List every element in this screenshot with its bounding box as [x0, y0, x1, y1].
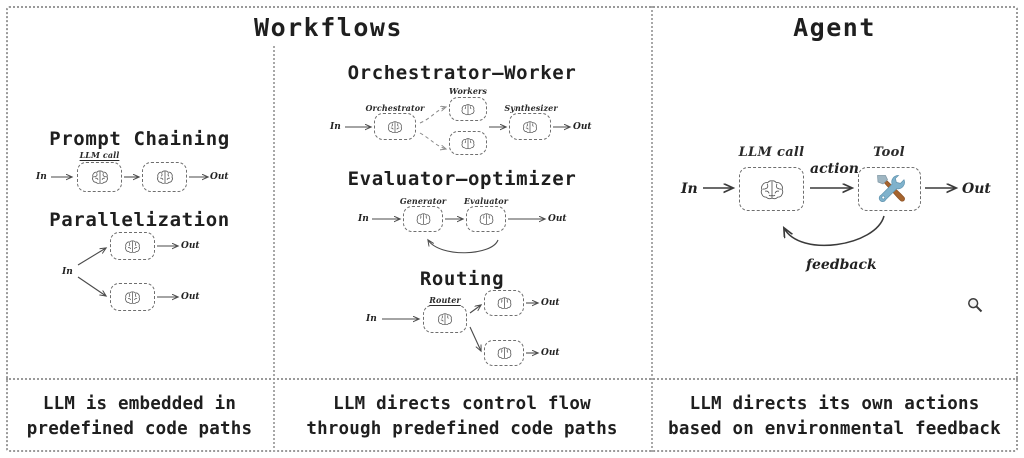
- node-router[interactable]: [423, 305, 467, 333]
- node-parallel-worker-2[interactable]: [110, 283, 155, 311]
- node-label-workers: Workers: [449, 86, 487, 96]
- edge-label-in-prompt-chaining: In: [36, 172, 47, 182]
- node-generator[interactable]: [403, 206, 443, 232]
- node-synthesizer[interactable]: [509, 113, 551, 140]
- node-agent-tool[interactable]: [858, 167, 921, 211]
- page-title-agent: Agent: [793, 13, 876, 42]
- node-route-target-1[interactable]: [484, 290, 524, 316]
- brain-icon: [416, 213, 430, 225]
- edge-label-out-evaluator-optimizer: Out: [548, 214, 567, 224]
- brain-icon: [438, 313, 452, 325]
- brain-icon: [760, 179, 783, 199]
- edge-label-action: action: [810, 161, 859, 177]
- edge-label-in-parallelization: In: [62, 267, 73, 277]
- caption-workflows-right: LLM directs control flow through predefi…: [306, 393, 618, 439]
- brain-icon: [461, 137, 475, 149]
- node-worker-2[interactable]: [449, 131, 487, 155]
- node-label-evaluator: Evaluator: [463, 196, 509, 206]
- edge-label-feedback: feedback: [806, 257, 877, 273]
- magnifier-icon[interactable]: [966, 296, 984, 314]
- node-label-generator: Generator: [399, 196, 447, 206]
- edge-label-out-routing-2: Out: [541, 348, 560, 358]
- brain-icon: [523, 120, 537, 133]
- node-parallel-worker-1[interactable]: [110, 232, 155, 260]
- divider-workflows-agent: [651, 6, 653, 452]
- caption-agent: LLM directs its own actions based on env…: [668, 393, 1001, 439]
- brain-icon: [91, 170, 108, 184]
- edge-label-out-parallelization-1: Out: [181, 241, 200, 251]
- edge-label-in-evaluator-optimizer: In: [358, 214, 369, 224]
- node-orchestrator[interactable]: [374, 113, 416, 140]
- section-title-evaluator-optimizer: Evaluator–optimizer: [347, 168, 577, 190]
- divider-workflows-middle: [273, 46, 275, 452]
- node-llm-call-2[interactable]: [142, 162, 187, 192]
- edge-label-out-parallelization-2: Out: [181, 292, 200, 302]
- brain-icon: [156, 170, 173, 184]
- outer-frame: [6, 6, 1018, 452]
- brain-icon: [125, 239, 140, 253]
- node-label-agent-tool: Tool: [873, 145, 905, 160]
- section-title-orchestrator-worker: Orchestrator–Worker: [347, 62, 577, 84]
- node-label-synthesizer: Synthesizer: [504, 103, 558, 113]
- edge-label-out-agent: Out: [962, 181, 991, 197]
- brain-icon: [388, 120, 402, 133]
- edge-label-out-orchestrator-worker: Out: [573, 122, 592, 132]
- section-title-prompt-chaining: Prompt Chaining: [49, 128, 230, 150]
- divider-captions: [6, 378, 1018, 380]
- edge-label-in-routing: In: [366, 314, 377, 324]
- brain-icon: [479, 213, 493, 225]
- node-label-orchestrator: Orchestrator: [365, 103, 425, 113]
- edge-label-out-routing-1: Out: [541, 298, 560, 308]
- node-route-target-2[interactable]: [484, 340, 524, 366]
- caption-workflows-left: LLM is embedded in predefined code paths: [26, 393, 253, 439]
- node-agent-llm-call[interactable]: [739, 167, 804, 211]
- node-label-agent-llm-call: LLM call: [738, 145, 805, 160]
- brain-icon: [461, 103, 475, 115]
- section-title-parallelization: Parallelization: [49, 209, 230, 231]
- brain-icon: [125, 290, 140, 304]
- node-llm-call-1[interactable]: [77, 162, 122, 192]
- tool-icon: [876, 175, 905, 202]
- node-evaluator[interactable]: [466, 206, 506, 232]
- section-title-routing: Routing: [419, 268, 505, 290]
- edge-label-out-prompt-chaining: Out: [210, 172, 229, 182]
- edge-label-in-orchestrator-worker: In: [330, 122, 341, 132]
- page-title-workflows: Workflows: [254, 13, 403, 42]
- brain-icon: [497, 347, 511, 359]
- brain-icon: [497, 297, 511, 309]
- node-label-llm-call-1: LLM call: [79, 150, 120, 160]
- edge-label-in-agent: In: [681, 181, 698, 197]
- node-worker-1[interactable]: [449, 97, 487, 121]
- node-label-router: Router: [429, 295, 461, 305]
